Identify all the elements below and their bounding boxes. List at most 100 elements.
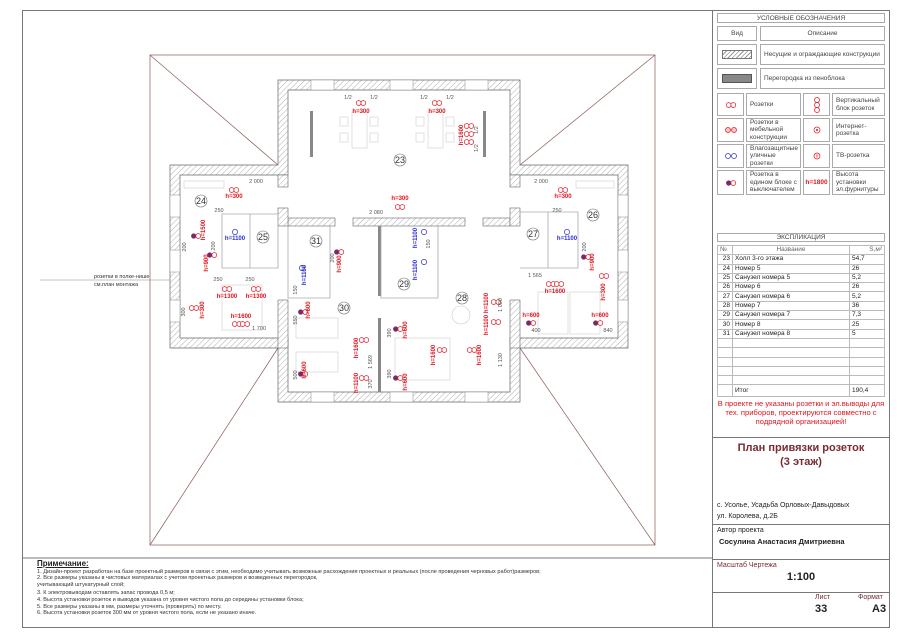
title-line-1: План привязки розеток: [737, 442, 865, 454]
svg-text:550: 550: [293, 315, 299, 324]
furniture-socket-icon: [717, 118, 744, 142]
note-item: 2. Все размеры указаны в чистовых матери…: [37, 575, 318, 582]
svg-text:см.план монтажа: см.план монтажа: [94, 282, 139, 288]
cell: 36: [849, 300, 885, 312]
svg-text:26: 26: [588, 210, 598, 220]
author-label: Автор проекта: [717, 527, 764, 534]
cell: Санузел номера 5: [732, 272, 850, 284]
svg-text:h=1300: h=1300: [217, 294, 238, 300]
svg-text:h=300: h=300: [391, 196, 409, 202]
room-30: 30: [337, 301, 351, 315]
explication-title: ЭКСПЛИКАЦИЯ: [717, 233, 885, 242]
svg-text:h=1600: h=1600: [545, 289, 566, 295]
drawing-title: План привязки розеток (3 этаж): [712, 441, 890, 469]
svg-text:300: 300: [181, 307, 187, 316]
empty-row: [717, 365, 885, 377]
thin-partitions: [221, 211, 579, 299]
room-26: 26: [586, 208, 600, 222]
note-item: 6. Высота установки розеток 300 мм от ур…: [37, 610, 257, 617]
cell: 25: [849, 319, 885, 330]
svg-text:h=300: h=300: [428, 109, 446, 115]
cell: 24: [717, 263, 733, 274]
legend-desc: Несущие и ограждающие конструкции: [760, 44, 885, 65]
sheet-frame: [22, 10, 890, 628]
title-line-2: (3 этаж): [780, 456, 822, 468]
svg-text:370: 370: [368, 379, 374, 388]
divider: [712, 524, 890, 525]
cell: 54,7: [849, 254, 885, 265]
svg-text:390: 390: [387, 328, 393, 337]
author-name: Сосулина Анастасия Дмитриевна: [719, 537, 845, 546]
height-icon: h=1800: [803, 170, 830, 195]
cell: 26: [849, 263, 885, 274]
cell: Санузел номера 7: [732, 310, 850, 321]
svg-text:h=600: h=600: [302, 361, 308, 379]
svg-text:h=1600: h=1600: [431, 344, 437, 365]
cell: 23: [717, 254, 733, 265]
vertical-socket-block-icon: [803, 93, 830, 116]
legend-view-cell: [717, 44, 757, 65]
svg-text:розетки в полке-нише: розетки в полке-нише: [94, 274, 149, 280]
cell: 28: [717, 300, 733, 312]
address-line-2: ул. Королева, д.2Б: [717, 513, 778, 520]
svg-text:h=1100: h=1100: [302, 264, 308, 285]
svg-text:250: 250: [552, 208, 561, 214]
room-28: 28: [455, 291, 469, 305]
legend-desc: Розетки: [746, 93, 801, 116]
divider: [712, 559, 890, 560]
cell: 27: [717, 291, 733, 302]
svg-text:24: 24: [196, 196, 206, 206]
svg-text:h=1500: h=1500: [201, 219, 207, 240]
svg-text:250: 250: [214, 208, 223, 214]
svg-text:2 080: 2 080: [369, 210, 383, 216]
side-panel: [712, 10, 890, 628]
cell: Номер 7: [732, 300, 850, 312]
legend-col-desc: Описание: [760, 26, 885, 41]
notes: Примечание: 1. Дизайн-проект разработан …: [37, 560, 541, 617]
svg-text:1 700: 1 700: [252, 326, 266, 332]
svg-text:25: 25: [258, 232, 268, 242]
sheet-number: 33: [815, 603, 828, 615]
cell: Номер 8: [732, 319, 850, 330]
svg-text:30: 30: [339, 303, 349, 313]
room-24: 24: [194, 194, 208, 208]
svg-text:h=900: h=900: [337, 255, 343, 273]
tv-socket-icon: [803, 144, 830, 168]
waterproof-socket-icon: [717, 144, 744, 168]
svg-text:1/2: 1/2: [446, 95, 454, 101]
svg-text:1 000: 1 000: [498, 298, 504, 312]
svg-text:2 000: 2 000: [249, 179, 263, 185]
svg-text:500: 500: [293, 370, 299, 379]
legend-desc: Перегородка из пеноблока: [760, 68, 885, 89]
empty-row: [717, 356, 885, 367]
legend-desc: Розетка в едином блоке с выключателем: [746, 170, 801, 195]
cell: 7,3: [849, 310, 885, 321]
svg-text:200: 200: [330, 253, 336, 262]
svg-text:h=1100: h=1100: [557, 236, 578, 242]
svg-text:h=1100: h=1100: [484, 314, 490, 335]
warning-text: В проекте не указаны розетки и эл.выводы…: [717, 399, 885, 426]
svg-text:1/2: 1/2: [474, 144, 480, 152]
svg-text:h=600: h=600: [403, 321, 409, 339]
windows: [169, 79, 629, 403]
cell: Номер 5: [732, 263, 850, 274]
furniture: [183, 111, 615, 381]
hatched-wall-icon: [722, 50, 752, 59]
svg-text:1/2: 1/2: [474, 126, 480, 134]
svg-text:h=900: h=900: [590, 253, 596, 271]
empty-row: [717, 347, 885, 358]
svg-text:1 130: 1 130: [498, 353, 504, 367]
legend-desc: Высота установки эл.фурнитуры: [832, 170, 885, 195]
svg-text:h=900: h=900: [204, 254, 210, 272]
note-item: 5. Все размеры указаны в мм, размеры уто…: [37, 603, 222, 610]
svg-text:h=300: h=300: [554, 194, 572, 200]
svg-text:29: 29: [399, 279, 409, 289]
cell: Номер 6: [732, 282, 850, 293]
svg-text:1 565: 1 565: [528, 273, 542, 279]
